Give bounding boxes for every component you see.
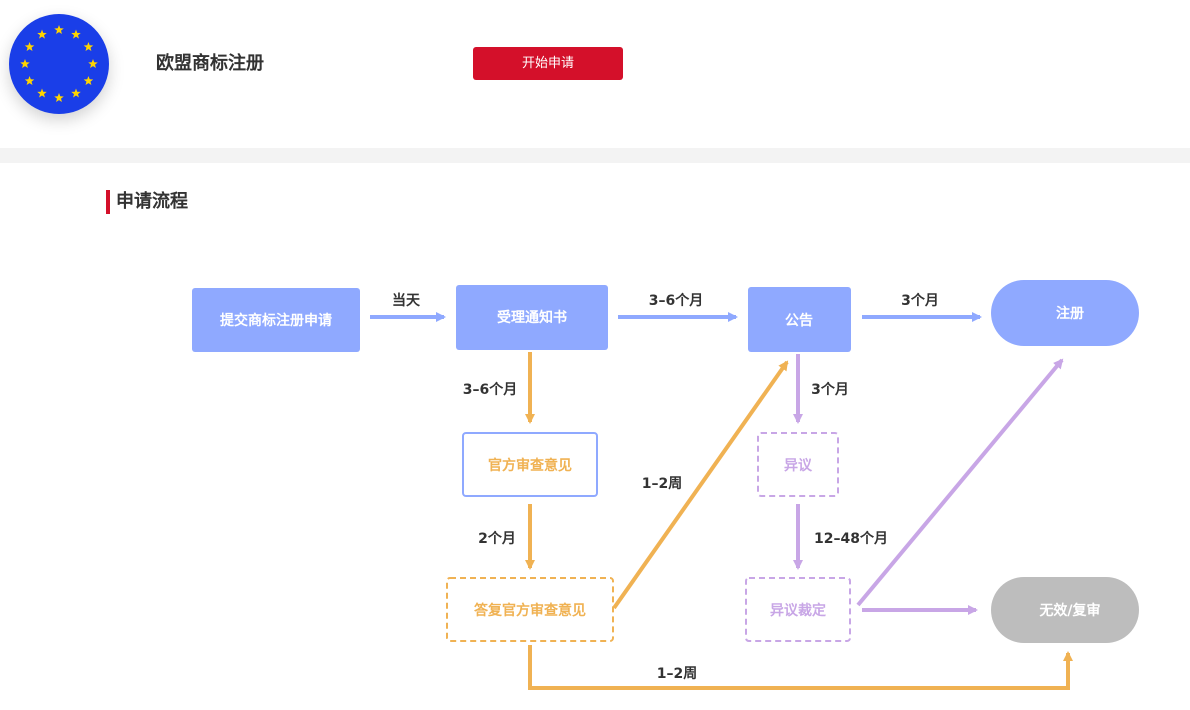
flag-star-icon (71, 29, 81, 39)
svg-text:提交商标注册申请: 提交商标注册申请 (220, 312, 332, 329)
start-application-button[interactable]: 开始申请 (473, 47, 623, 80)
flag-star-icon (88, 59, 98, 69)
label-opposition-ruling: 12–48个月 (814, 530, 888, 547)
node-opposition-ruling: 异议裁定 (745, 577, 851, 642)
section-title: 申请流程 (106, 190, 188, 214)
node-response: 答复官方审查意见 (446, 577, 614, 642)
svg-text:异议裁定: 异议裁定 (770, 602, 826, 619)
node-office-action: 官方审查意见 (462, 432, 598, 497)
flag-star-icon (37, 88, 47, 98)
svg-text:受理通知书: 受理通知书 (497, 309, 567, 326)
node-receipt: 受理通知书 (456, 285, 608, 350)
node-submit: 提交商标注册申请 (192, 288, 360, 352)
label-publication-opposition: 3个月 (811, 381, 849, 398)
header: 欧盟商标注册 开始申请 (0, 0, 1190, 148)
label-publication-registration: 3个月 (901, 292, 939, 309)
svg-text:答复官方审查意见: 答复官方审查意见 (474, 602, 586, 619)
flag-star-icon (83, 76, 94, 86)
label-response-invalid: 1–2周 (657, 666, 697, 682)
flag-star-icon (54, 25, 64, 35)
node-registration: 注册 (991, 280, 1139, 346)
node-invalid: 无效/复审 (991, 577, 1139, 643)
flag-star-icon (37, 29, 47, 39)
flag-star-icon (20, 59, 30, 69)
flag-star-icon (54, 93, 64, 103)
label-receipt-publication: 3–6个月 (649, 292, 703, 309)
svg-text:注册: 注册 (1056, 305, 1084, 322)
label-receipt-office-action: 3–6个月 (463, 381, 517, 398)
flag-star-icon (83, 42, 94, 52)
node-publication: 公告 (748, 287, 851, 352)
label-submit-receipt: 当天 (392, 292, 421, 309)
label-office-action-response: 2个月 (478, 530, 516, 547)
node-opposition: 异议 (757, 432, 839, 497)
flag-star-icon (71, 88, 81, 98)
arrow-response-invalid (528, 645, 1073, 690)
flag-star-icon (24, 42, 35, 52)
svg-text:异议: 异议 (784, 458, 813, 474)
svg-text:官方审查意见: 官方审查意见 (488, 457, 572, 474)
section-divider (0, 148, 1190, 163)
flag-star-icon (24, 76, 35, 86)
label-response-publication: 1–2周 (642, 476, 682, 492)
page-title: 欧盟商标注册 (156, 53, 264, 74)
eu-flag-icon (9, 14, 109, 114)
arrow-response-publication (612, 360, 789, 610)
arrow-ruling-registration (856, 358, 1064, 607)
svg-text:公告: 公告 (785, 312, 813, 329)
svg-text:无效/复审: 无效/复审 (1038, 602, 1100, 619)
